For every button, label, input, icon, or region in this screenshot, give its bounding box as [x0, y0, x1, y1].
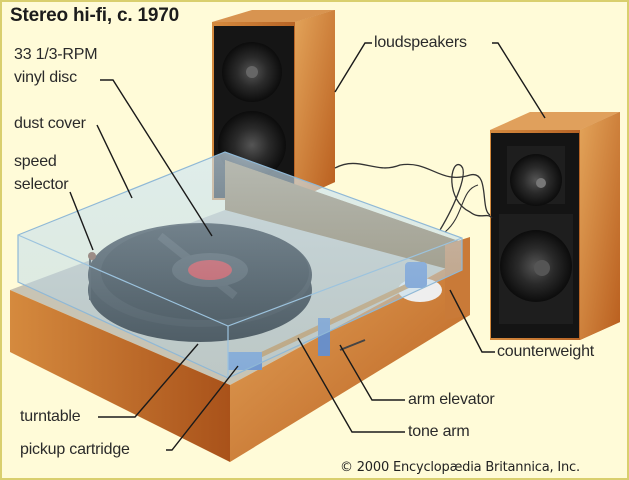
leader-lines [69, 42, 546, 451]
dust-cover [17, 151, 463, 379]
diagram-title: Stereo hi-fi, c. 1970 [10, 5, 179, 26]
label-counterweight: counterweight [497, 343, 595, 360]
label-speed-selector-line2: selector [14, 176, 69, 193]
label-tone-arm: tone arm [408, 423, 470, 440]
label-turntable: turntable [20, 408, 81, 425]
copyright-notice: © 2000 Encyclopædia Britannica, Inc. [340, 460, 580, 475]
arm-elevator-lever [339, 339, 366, 351]
label-vinyl-disc-line1: 33 1/3-RPM [14, 46, 98, 63]
label-loudspeakers: loudspeakers [374, 34, 467, 51]
label-vinyl-disc-line2: vinyl disc [14, 69, 77, 86]
label-pickup-cartridge: pickup cartridge [20, 441, 130, 458]
speaker-cable [334, 162, 491, 216]
label-speed-selector-line1: speed [14, 153, 57, 170]
loudspeaker-right [490, 112, 620, 340]
label-arm-elevator: arm elevator [408, 391, 495, 408]
label-dust-cover: dust cover [14, 115, 86, 132]
